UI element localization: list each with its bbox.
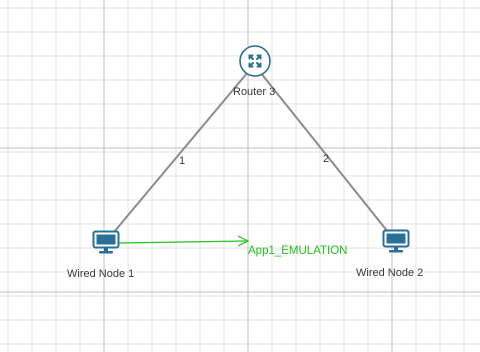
wired-node-1[interactable] [92,230,120,256]
wired-node-2-label: Wired Node 2 [356,267,424,279]
router-node[interactable] [238,44,272,78]
link-1-label: 1 [179,155,186,167]
computer-icon [382,229,410,253]
application-label[interactable]: App1_EMULATION [248,245,348,257]
wired-node-1-label: Wired Node 1 [67,268,135,280]
computer-icon [92,230,120,254]
application-flow-line[interactable] [118,240,247,244]
link-2[interactable] [259,71,389,233]
link-2-label: 2 [323,153,330,165]
wired-node-2[interactable] [382,229,410,255]
router-label: Router 3 [233,86,276,98]
link-1[interactable] [113,71,249,233]
application-flow-arrowhead [237,235,250,247]
router-icon [239,45,271,77]
